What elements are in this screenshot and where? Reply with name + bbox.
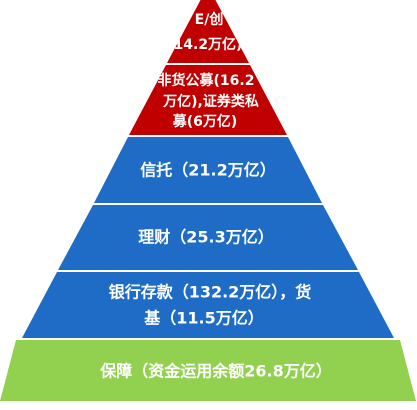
- pyramid-layer-trust-line-1: 信托（21.2万亿）: [140, 161, 275, 180]
- pyramid-layer-bank-deposits-line-1: 银行存款（132.2万亿），货: [109, 283, 312, 302]
- pyramid-layer-wealth-management-shape: [58, 205, 358, 270]
- pyramid-layer-insurance-shape: [0, 340, 416, 401]
- pyramid-layer-funds-line-3: 募(6万亿): [172, 113, 238, 130]
- pyramid-layer-bank-deposits: 银行存款（132.2万亿），货 基（11.5万亿）: [22, 272, 394, 338]
- pyramid-layer-insurance-line-1: 保障（资金运用余额26.8万亿）: [99, 362, 331, 381]
- pyramid-layer-funds-line-2: 万亿),证券类私: [162, 93, 259, 110]
- pyramid-layer-top-line-2: 14.2万亿): [174, 36, 243, 53]
- pyramid-layer-bank-deposits-shape: [22, 272, 394, 338]
- pyramid-layer-top-shape: [167, 0, 249, 63]
- pyramid-layer-top: E/创 14.2万亿): [167, 0, 249, 63]
- pyramid-layer-trust: 信托（21.2万亿）: [94, 137, 322, 203]
- pyramid-layer-funds-line-1: 非货公募(16.2: [158, 72, 255, 89]
- pyramid-layer-insurance: 保障（资金运用余额26.8万亿）: [0, 340, 416, 401]
- pyramid-layer-wealth-management-line-1: 理财（25.3万亿）: [138, 228, 273, 247]
- pyramid-layer-wealth-management: 理财（25.3万亿）: [58, 205, 358, 270]
- pyramid-layer-funds-shape: [129, 65, 287, 135]
- pyramid-layer-bank-deposits-line-2: 基（11.5万亿）: [143, 309, 263, 328]
- pyramid-layer-funds: 非货公募(16.2 万亿),证券类私 募(6万亿): [129, 65, 287, 135]
- pyramid-layer-trust-shape: [94, 137, 322, 203]
- pyramid-layer-top-line-1: E/创: [195, 11, 224, 28]
